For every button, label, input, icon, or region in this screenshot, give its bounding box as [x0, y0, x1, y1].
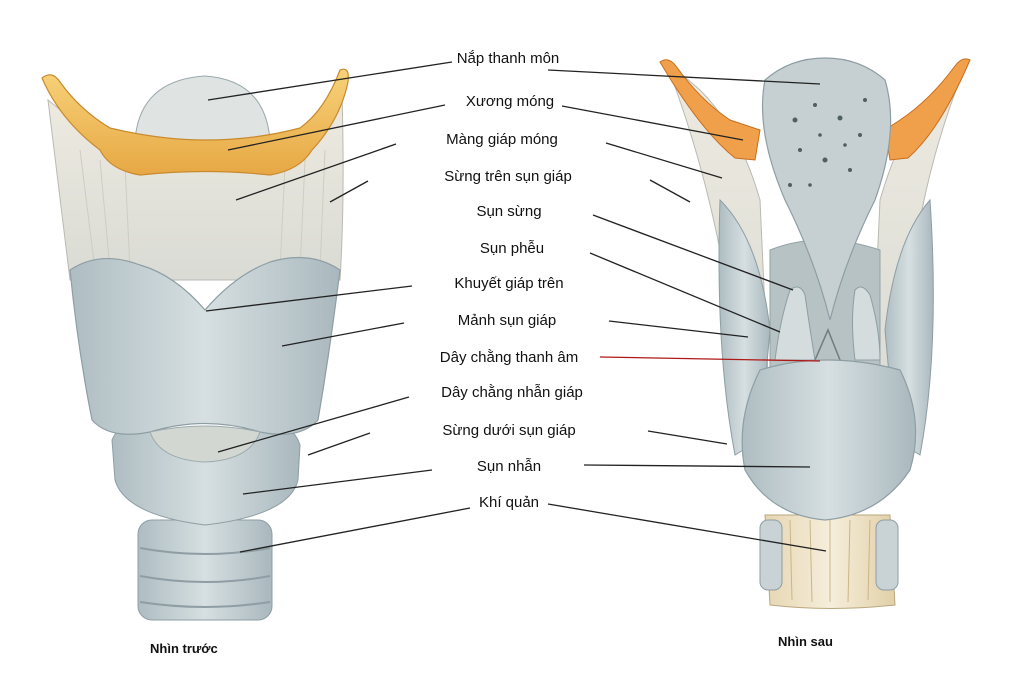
front-thyroid-cartilage [70, 258, 340, 435]
leader-back-superior-horn [650, 180, 690, 202]
label-epiglottis: Nắp thanh môn [457, 50, 560, 67]
label-cricoid: Sụn nhẫn [477, 458, 541, 475]
label-superior-horn: Sừng trên sụn giáp [444, 168, 572, 185]
leader-front-trachea [240, 508, 470, 552]
front-view [42, 69, 348, 620]
back-cricoid [742, 360, 915, 520]
label-inferior-horn: Sừng dưới sụn giáp [442, 422, 575, 439]
label-thyroid-lamina: Mảnh sụn giáp [458, 312, 556, 329]
label-trachea: Khí quản [479, 494, 539, 511]
caption-back: Nhìn sau [778, 634, 833, 649]
caption-front: Nhìn trước [150, 641, 218, 656]
label-corniculate: Sụn sừng [476, 203, 541, 220]
leader-back-corniculate [593, 215, 793, 290]
label-hyoid: Xương móng [466, 93, 554, 110]
front-trachea [138, 520, 272, 620]
label-arytenoid: Sụn phễu [480, 240, 544, 257]
label-vocal-ligament: Dây chằng thanh âm [440, 349, 578, 366]
front-epiglottis [135, 76, 270, 140]
leader-back-inferior-horn [648, 431, 727, 444]
back-view [660, 58, 970, 609]
label-superior-notch: Khuyết giáp trên [454, 275, 563, 292]
label-thyrohyoid-membrane: Màng giáp móng [446, 131, 558, 148]
label-cricothyroid-ligament: Dây chằng nhẫn giáp [441, 384, 583, 401]
leader-front-inferior-horn [308, 433, 370, 455]
